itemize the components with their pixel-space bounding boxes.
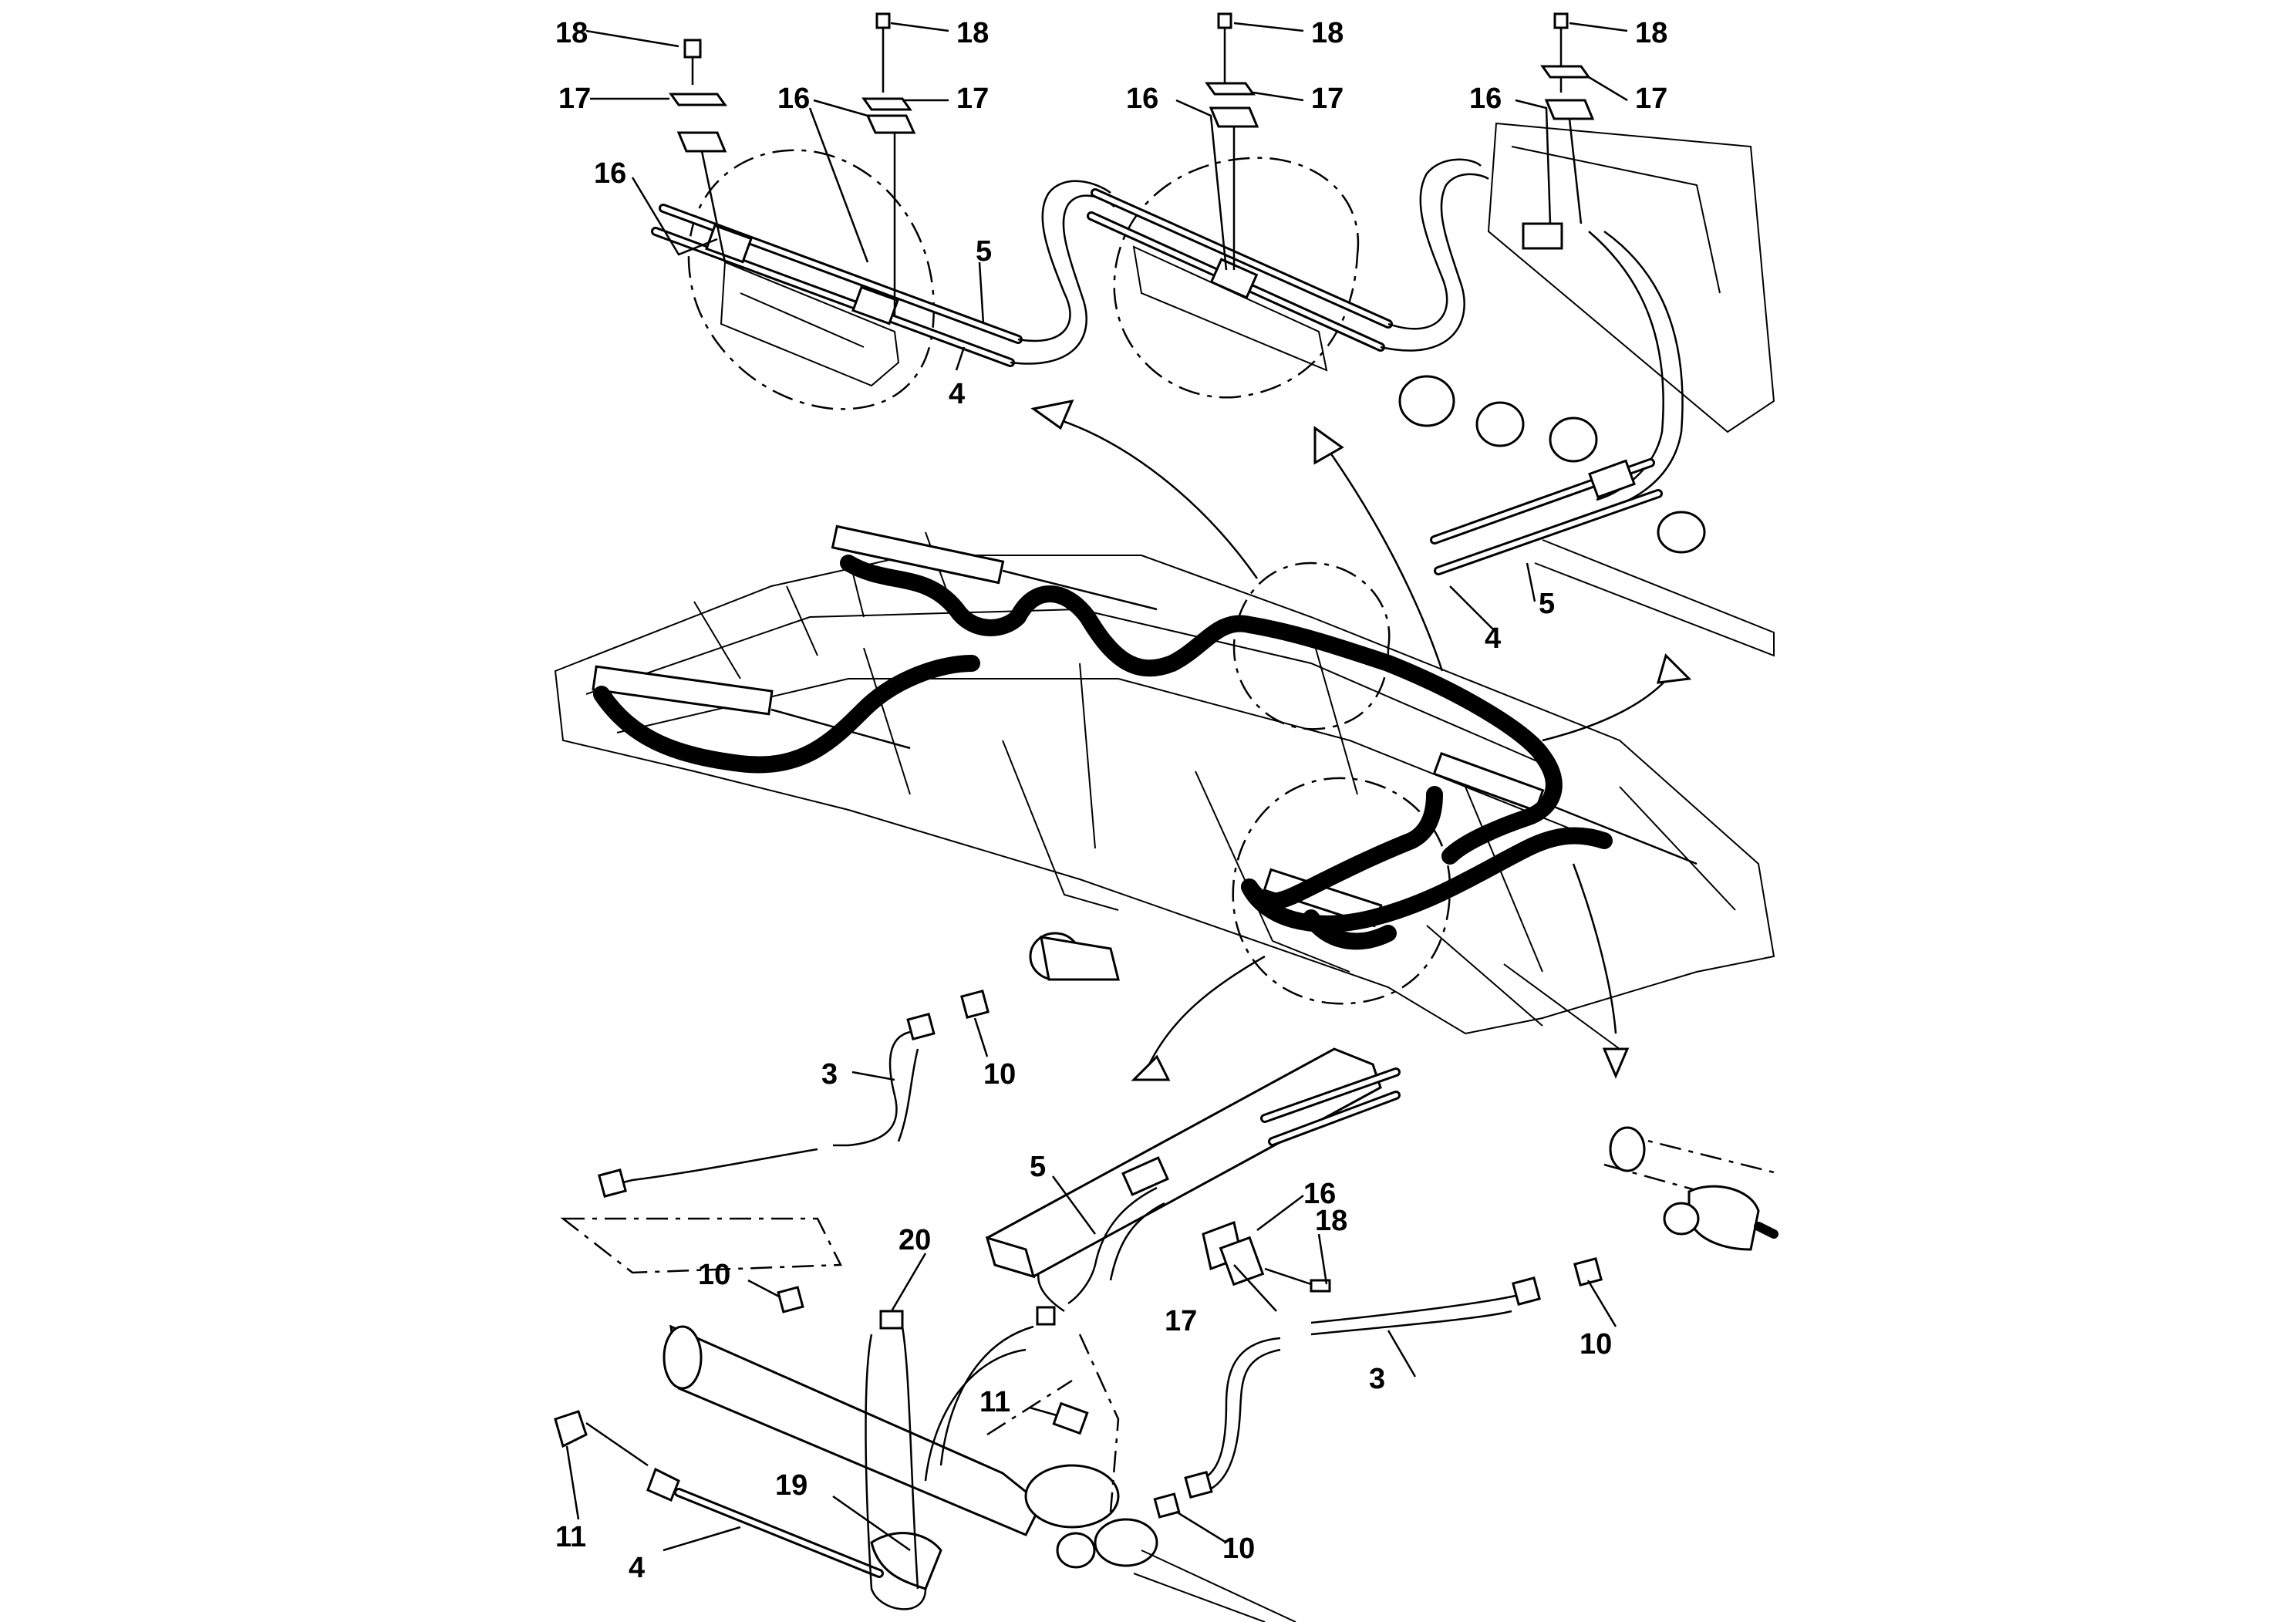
clamp-stack-1b [861,12,916,316]
callout-5-c: 5 [1030,1151,1046,1183]
callout-16-e: 16 [1303,1178,1336,1210]
callout-10-c: 10 [1580,1328,1612,1361]
callout-18-a: 18 [555,17,588,49]
callout-11-b: 11 [555,1521,586,1553]
clamp-stack-3 [1522,12,1595,250]
callout-5-b: 5 [1539,588,1555,620]
callout-17-b: 17 [956,83,989,115]
callout-17-a: 17 [558,83,591,115]
callout-17-c: 17 [1311,83,1344,115]
callout-5-a: 5 [976,235,992,268]
clamp-stack-1 [669,39,727,263]
callout-4-a: 4 [949,378,965,410]
callout-16-b: 16 [777,83,810,115]
clamp-stack-2 [1205,12,1259,270]
view-arrows [1030,399,1692,1081]
callout-19: 19 [775,1469,807,1502]
callout-labels: 18 17 16 18 16 17 5 4 18 16 17 18 16 17 … [555,17,1667,1584]
main-frame-assembly [554,524,1775,1050]
callout-20: 20 [899,1224,931,1256]
callout-10-b: 10 [698,1259,730,1291]
callout-18-e: 18 [1315,1205,1347,1237]
detail-view-1 [651,149,1115,410]
lower-middle-detail [985,1047,1401,1305]
callout-4-b: 4 [1485,622,1501,655]
callout-18-c: 18 [1311,17,1344,49]
detail-view-3 [1398,122,1775,657]
callout-17-e: 17 [1165,1305,1197,1337]
leader-lines [565,22,1628,1552]
callout-4-c: 4 [629,1552,645,1584]
callout-3-b: 3 [1369,1363,1385,1395]
callout-16-a: 16 [594,157,626,190]
lower-left-detail [554,932,1296,1622]
callout-3-a: 3 [821,1058,838,1091]
callout-16-c: 16 [1126,83,1158,115]
callout-18-d: 18 [1635,17,1667,49]
lower-right-detail [1153,1126,1778,1519]
detail-view-2 [1087,157,1489,399]
callout-10-d: 10 [1222,1533,1255,1565]
callout-18-b: 18 [956,17,989,49]
callout-11-a: 11 [979,1386,1010,1418]
callout-17-d: 17 [1635,83,1667,115]
callout-10-a: 10 [983,1058,1016,1091]
callout-16-d: 16 [1469,83,1502,115]
